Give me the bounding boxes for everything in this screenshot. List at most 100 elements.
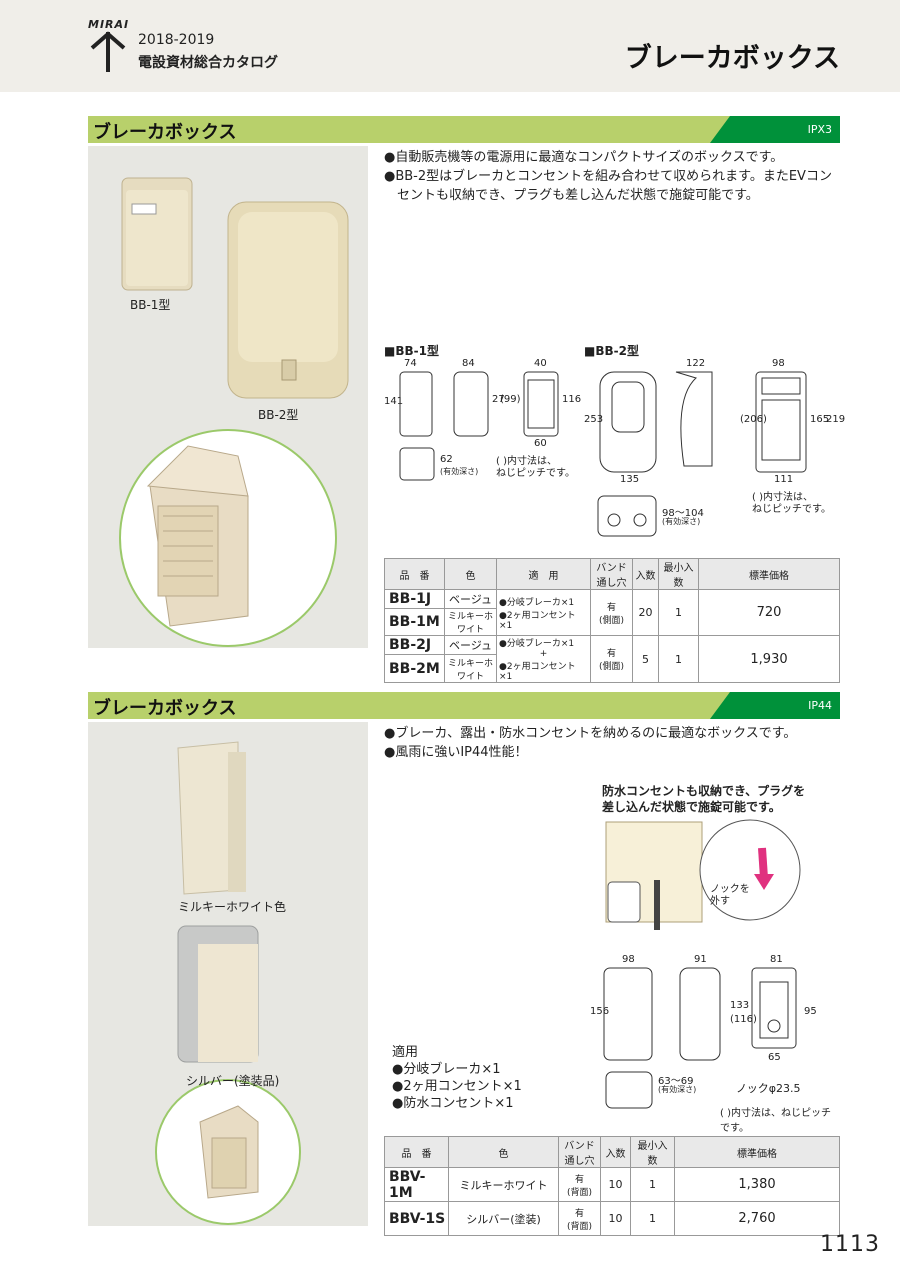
th-code: 品 番 (384, 1136, 449, 1168)
drawing-label-bb2: ■BB-2型 (584, 344, 639, 358)
dim-165: 165 (810, 414, 830, 425)
applicable-list: 適用 ●分岐ブレーカ×1 ●2ヶ用コンセント×1 ●防水コンセント×1 (392, 1044, 562, 1112)
th-qty: 入数 (632, 558, 659, 590)
dim-206: (206) (740, 414, 767, 425)
dim-81: 81 (770, 954, 783, 965)
th-band: バンド通し穴 (590, 558, 633, 590)
dim-62: 62 (440, 454, 453, 465)
product-code: BBV-1S (384, 1201, 449, 1236)
dim-135: 135 (620, 474, 640, 485)
apply-item: ●防水コンセント×1 (392, 1096, 514, 1111)
page-title: ブレーカボックス (624, 43, 840, 74)
dim-116b: (116) (730, 1014, 757, 1025)
label-bb1: BB-1型 (130, 298, 171, 312)
dim-27: 27 (492, 394, 505, 405)
section-1-header: ブレーカボックス IPX3 (88, 116, 840, 143)
section-1-spec-table: 品 番 色 適 用 バンド通し穴 入数 最小入数 標準価格 BB-1J ベージュ… (384, 558, 840, 683)
product-code: BBV-1M (384, 1167, 449, 1202)
table-row: BB-2M ミルキーホワイト (384, 654, 840, 683)
apply-title: 適用 (392, 1045, 419, 1060)
pitch-note-1b: ねじピッチです。 (496, 468, 575, 479)
dim-63-69-note: (有効深さ) (658, 1085, 697, 1094)
product-code: BB-2M (384, 654, 445, 683)
section-1-photo: BB-1型 BB-2型 (88, 146, 368, 648)
page-header: MIRAI 2018-2019 電設資材総合カタログ ブレーカボックス (0, 0, 900, 92)
feature-line: ●風雨に強いIP44性能！ (384, 745, 528, 760)
dim-95: 95 (804, 1006, 817, 1017)
price: 720 (698, 589, 840, 636)
min-qty: 1 (658, 635, 699, 683)
dim-98-104-note: (有効深さ) (662, 517, 701, 526)
catalog-year: 2018-2019 (138, 32, 215, 48)
th-min: 最小入数 (658, 558, 699, 590)
band-hole: 有(背面) (558, 1201, 601, 1236)
product-apply: ●分岐ブレーカ×1 + ●2ヶ用コンセント×1 (496, 635, 591, 683)
pitch-note-2a: ( )内寸法は、 (752, 492, 813, 503)
callout-line-1: 防水コンセントも収納でき、プラグを (602, 784, 806, 798)
feature-line: ●BB-2型はブレーカとコンセントを組み合わせて収められます。またEVコン (384, 169, 832, 184)
section-2-code: IP44 (808, 699, 832, 712)
plug-illustration (605, 819, 801, 930)
product-color: ミルキーホワイト (444, 608, 497, 636)
min-qty: 1 (630, 1201, 675, 1236)
knock-size: ノックφ23.5 (736, 1082, 801, 1095)
section-1-code: IPX3 (807, 123, 832, 136)
th-qty: 入数 (600, 1136, 631, 1168)
section-2-photo: ミルキーホワイト色 シルバー(塗装品) (88, 722, 368, 1226)
dim-91: 91 (694, 954, 707, 965)
drawing-label-bb1: ■BB-1型 (384, 344, 439, 358)
section-2-header: ブレーカボックス IP44 (88, 692, 840, 719)
dim-74: 74 (404, 358, 417, 369)
pitch-note-1a: ( )内寸法は、 (496, 456, 557, 467)
qty: 10 (600, 1167, 631, 1202)
dim-84: 84 (462, 358, 475, 369)
dim-122: 122 (686, 358, 706, 369)
section-1-features: ●自動販売機等の電源用に最適なコンパクトサイズのボックスです。 ●BB-2型はブ… (384, 148, 844, 205)
page-number: 1113 (820, 1232, 880, 1257)
price: 1,380 (674, 1167, 840, 1202)
table-row: BB-1M ミルキーホワイト (384, 608, 840, 636)
th-min: 最小入数 (630, 1136, 675, 1168)
min-qty: 1 (658, 589, 699, 636)
knock-label-1: ノックを (710, 884, 750, 895)
product-color: シルバー(塗装) (448, 1201, 559, 1236)
th-apply: 適 用 (496, 558, 591, 590)
product-color: ミルキーホワイト (444, 654, 497, 683)
dim-98-104: 98〜104 (662, 508, 704, 519)
section-2-spec-table: 品 番 色 バンド通し穴 入数 最小入数 標準価格 BBV-1M ミルキーホワイ… (384, 1136, 840, 1236)
dimension-drawings-bbv (603, 967, 797, 1109)
section-2-accent (710, 692, 840, 719)
pitch-note-2b: ねじピッチです。 (752, 504, 831, 515)
brand-logo: MIRAI (88, 18, 130, 31)
price: 2,760 (674, 1201, 840, 1236)
section-1-accent (710, 116, 840, 143)
dim-62-note: (有効深さ) (440, 467, 479, 476)
qty: 10 (600, 1201, 631, 1236)
th-color: 色 (444, 558, 497, 590)
th-code: 品 番 (384, 558, 445, 590)
th-band: バンド通し穴 (558, 1136, 601, 1168)
qty: 5 (632, 635, 659, 683)
th-color: 色 (448, 1136, 559, 1168)
table-row: BBV-1S シルバー(塗装) 有(背面) 10 1 2,760 (384, 1201, 840, 1236)
dim-98b: 98 (622, 954, 635, 965)
brand-mark-icon (90, 31, 126, 72)
product-photo-bbv (155, 741, 301, 1225)
product-color: ベージュ (444, 634, 497, 656)
feature-line: ●ブレーカ、露出・防水コンセントを納めるのに最適なボックスです。 (384, 726, 797, 741)
section-1-title: ブレーカボックス (93, 122, 237, 143)
band-hole: 有(側面) (590, 589, 633, 636)
label-milky-white: ミルキーホワイト色 (178, 900, 287, 914)
feature-line: セントも収納でき、プラグも差し込んだ状態で施錠可能です。 (384, 188, 759, 203)
dim-253: 253 (584, 414, 604, 425)
usage-illustration: 防水コンセントも収納でき、プラグを 差し込んだ状態で施錠可能です。 ノックを 外… (598, 782, 838, 932)
apply-item: ●分岐ブレーカ×1 (392, 1062, 501, 1077)
qty: 20 (632, 589, 659, 636)
dim-219: 219 (826, 414, 846, 425)
product-photo-bb (119, 177, 349, 647)
product-code: BB-1J (384, 589, 445, 609)
table-row: BBV-1M ミルキーホワイト 有(背面) 10 1 1,380 (384, 1167, 840, 1202)
callout-line-2: 差し込んだ状態で施錠可能です。 (602, 800, 781, 814)
table-row: BB-1J ベージュ ●分岐ブレーカ×1●2ヶ用コンセント×1 有(側面) 20… (384, 589, 840, 636)
min-qty: 1 (630, 1167, 675, 1202)
